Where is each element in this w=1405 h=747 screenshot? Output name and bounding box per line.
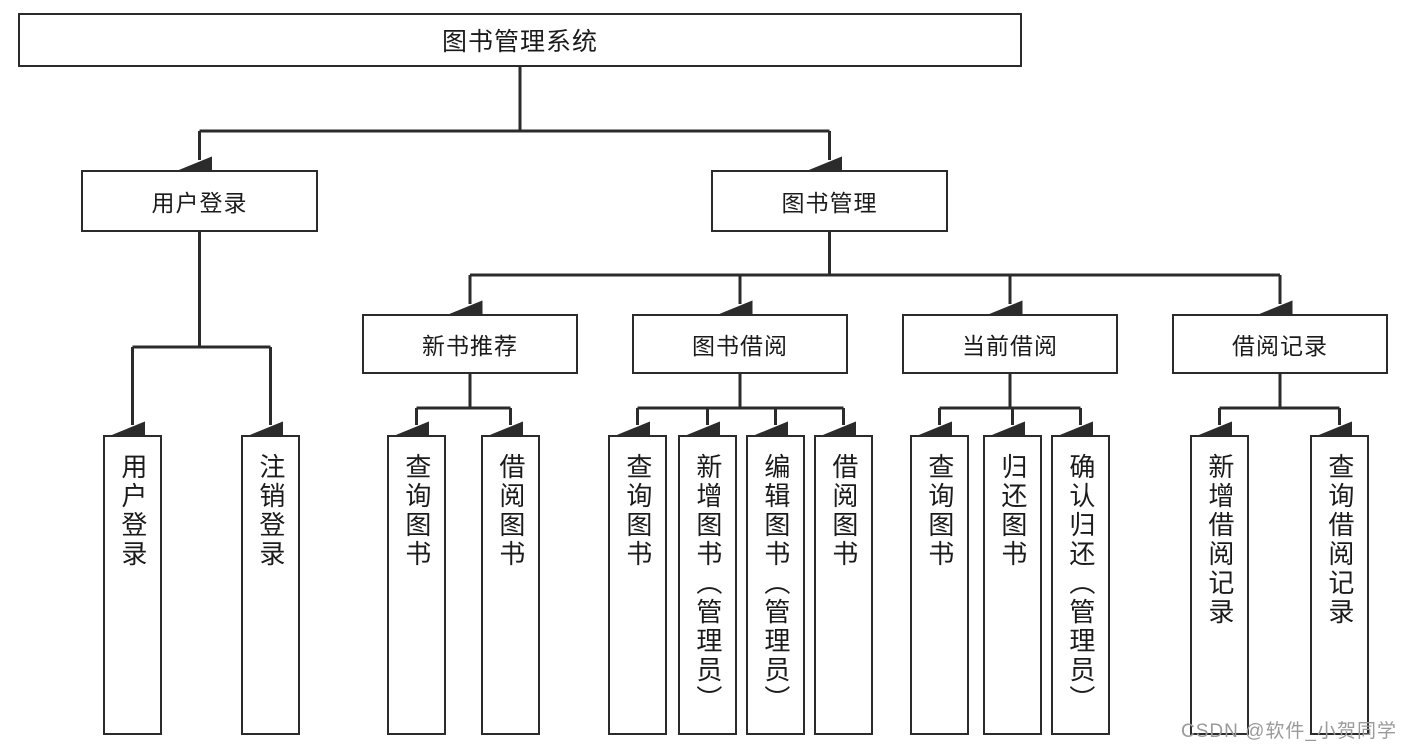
node-leaf-12[interactable]: 查询借阅记录 <box>1310 435 1369 735</box>
node-level3-3[interactable]: 借阅记录 <box>1172 314 1388 374</box>
node-leaf-4[interactable]: 查询图书 <box>608 435 667 735</box>
node-level3-1[interactable]: 图书借阅 <box>632 314 848 374</box>
node-leaf-9[interactable]: 归还图书 <box>983 435 1042 735</box>
node-leaf-3[interactable]: 借阅图书 <box>481 435 540 735</box>
node-label: 用户登录 <box>117 453 148 569</box>
node-label: 查询图书 <box>401 453 432 569</box>
node-label: 注销登录 <box>255 453 286 569</box>
node-leaf-1[interactable]: 注销登录 <box>241 435 300 735</box>
node-level3-2[interactable]: 当前借阅 <box>902 314 1118 374</box>
node-label: 查询图书 <box>924 453 955 569</box>
node-label: 编辑图书（管理员） <box>760 453 791 714</box>
node-leaf-11[interactable]: 新增借阅记录 <box>1190 435 1249 735</box>
node-label: 借阅图书 <box>828 453 859 569</box>
node-label: 用户登录 <box>151 190 248 216</box>
node-label: 新增图书（管理员） <box>692 453 723 714</box>
node-leaf-2[interactable]: 查询图书 <box>387 435 446 735</box>
node-label: 图书管理 <box>781 190 878 216</box>
node-label: 当前借阅 <box>962 333 1058 359</box>
node-label: 图书借阅 <box>692 333 788 359</box>
node-label: 新增借阅记录 <box>1204 453 1235 627</box>
node-root[interactable]: 图书管理系统 <box>18 13 1022 67</box>
node-label: 借阅记录 <box>1232 333 1328 359</box>
node-level2-0[interactable]: 用户登录 <box>81 170 318 232</box>
node-label: 图书管理系统 <box>441 28 598 56</box>
node-level3-0[interactable]: 新书推荐 <box>362 314 578 374</box>
node-leaf-5[interactable]: 新增图书（管理员） <box>678 435 737 735</box>
node-label: 归还图书 <box>997 453 1028 569</box>
node-label: 确认归还（管理员） <box>1065 453 1096 714</box>
node-leaf-8[interactable]: 查询图书 <box>910 435 969 735</box>
node-label: 查询借阅记录 <box>1324 453 1355 627</box>
node-level2-1[interactable]: 图书管理 <box>711 170 948 232</box>
watermark-text: CSDN @软件_小贺同学 <box>1181 721 1397 742</box>
node-leaf-10[interactable]: 确认归还（管理员） <box>1051 435 1110 735</box>
node-label: 借阅图书 <box>495 453 526 569</box>
node-label: 查询图书 <box>622 453 653 569</box>
node-leaf-0[interactable]: 用户登录 <box>103 435 162 735</box>
node-label: 新书推荐 <box>422 333 518 359</box>
node-leaf-6[interactable]: 编辑图书（管理员） <box>746 435 805 735</box>
node-leaf-7[interactable]: 借阅图书 <box>814 435 873 735</box>
